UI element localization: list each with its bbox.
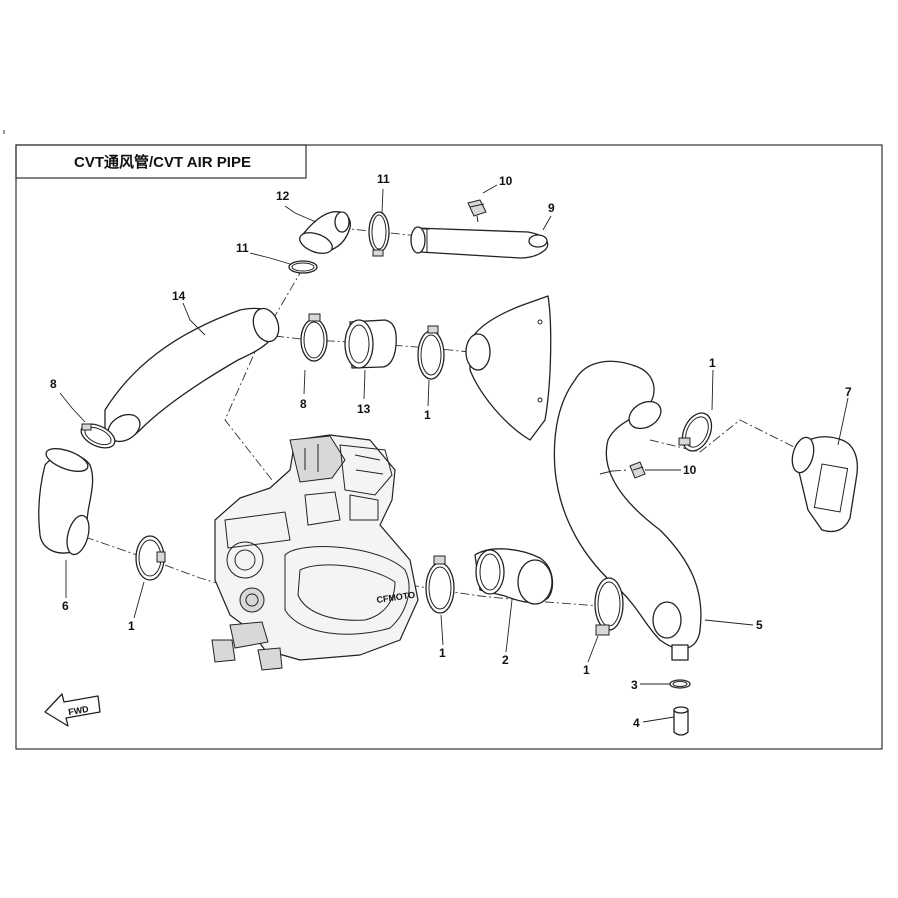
part-1-clamp-right-top xyxy=(678,412,713,452)
callout-12: 12 xyxy=(276,189,290,203)
part-1-clamp-mid xyxy=(417,325,445,380)
engine-assembly: CFMOTO xyxy=(211,434,419,671)
callout-8-left: 8 xyxy=(50,377,57,391)
callout-13: 13 xyxy=(357,402,371,416)
callout-11-top: 11 xyxy=(377,172,390,186)
part-14-long-tube xyxy=(104,307,280,443)
callout-2: 2 xyxy=(502,653,509,667)
part-11-clamp-left xyxy=(288,260,318,274)
part-11-clamp-top xyxy=(368,211,390,257)
callout-labels: 12 11 10 9 11 14 8 8 13 1 1 7 10 6 1 1 2… xyxy=(50,172,852,730)
callout-6: 6 xyxy=(62,599,69,613)
callout-10-top: 10 xyxy=(499,174,513,188)
part-7-inlet-flange xyxy=(791,436,858,533)
part-10-breather-plug-top xyxy=(467,199,487,223)
part-12-elbow xyxy=(299,211,351,254)
callout-1-right-top: 1 xyxy=(709,356,716,370)
callout-4: 4 xyxy=(633,716,640,730)
callout-1-lower-mid: 1 xyxy=(439,646,446,660)
part-1-clamp-lower-left xyxy=(135,535,166,581)
part-1-clamp-lower-right xyxy=(594,577,624,636)
callout-1-lower-left: 1 xyxy=(128,619,135,633)
cover-plate xyxy=(465,295,552,441)
part-9-intake-tube xyxy=(410,226,549,259)
part-2-lower-sleeve xyxy=(474,548,554,605)
callout-1-lower-right: 1 xyxy=(583,663,590,677)
part-3-small-clip xyxy=(669,679,691,689)
part-1-clamp-lower-mid xyxy=(425,555,455,614)
callout-5: 5 xyxy=(756,618,763,632)
diagram-title: CVT通风管/CVT AIR PIPE xyxy=(74,153,251,171)
fwd-arrow: FWD xyxy=(44,693,101,727)
callout-10-right: 10 xyxy=(683,463,697,477)
part-6-elbow xyxy=(38,448,94,556)
callout-8-mid: 8 xyxy=(300,397,307,411)
leader-lines xyxy=(59,184,849,723)
part-13-sleeve xyxy=(344,319,397,369)
part-10-breather-plug-right xyxy=(599,461,646,479)
callout-3: 3 xyxy=(631,678,638,692)
callout-1-mid: 1 xyxy=(424,408,431,422)
part-4-plug-cap xyxy=(673,706,689,736)
part-5-large-duct xyxy=(553,360,702,661)
callout-7: 7 xyxy=(845,385,852,399)
part-8-clamp-mid xyxy=(300,313,328,362)
callout-9: 9 xyxy=(548,201,555,215)
callout-14: 14 xyxy=(172,289,186,303)
title-box xyxy=(15,144,307,179)
part-8-clamp-left xyxy=(80,423,116,449)
fwd-label: FWD xyxy=(68,704,90,717)
callout-11-left: 11 xyxy=(236,241,249,255)
diagram-frame xyxy=(15,144,883,750)
